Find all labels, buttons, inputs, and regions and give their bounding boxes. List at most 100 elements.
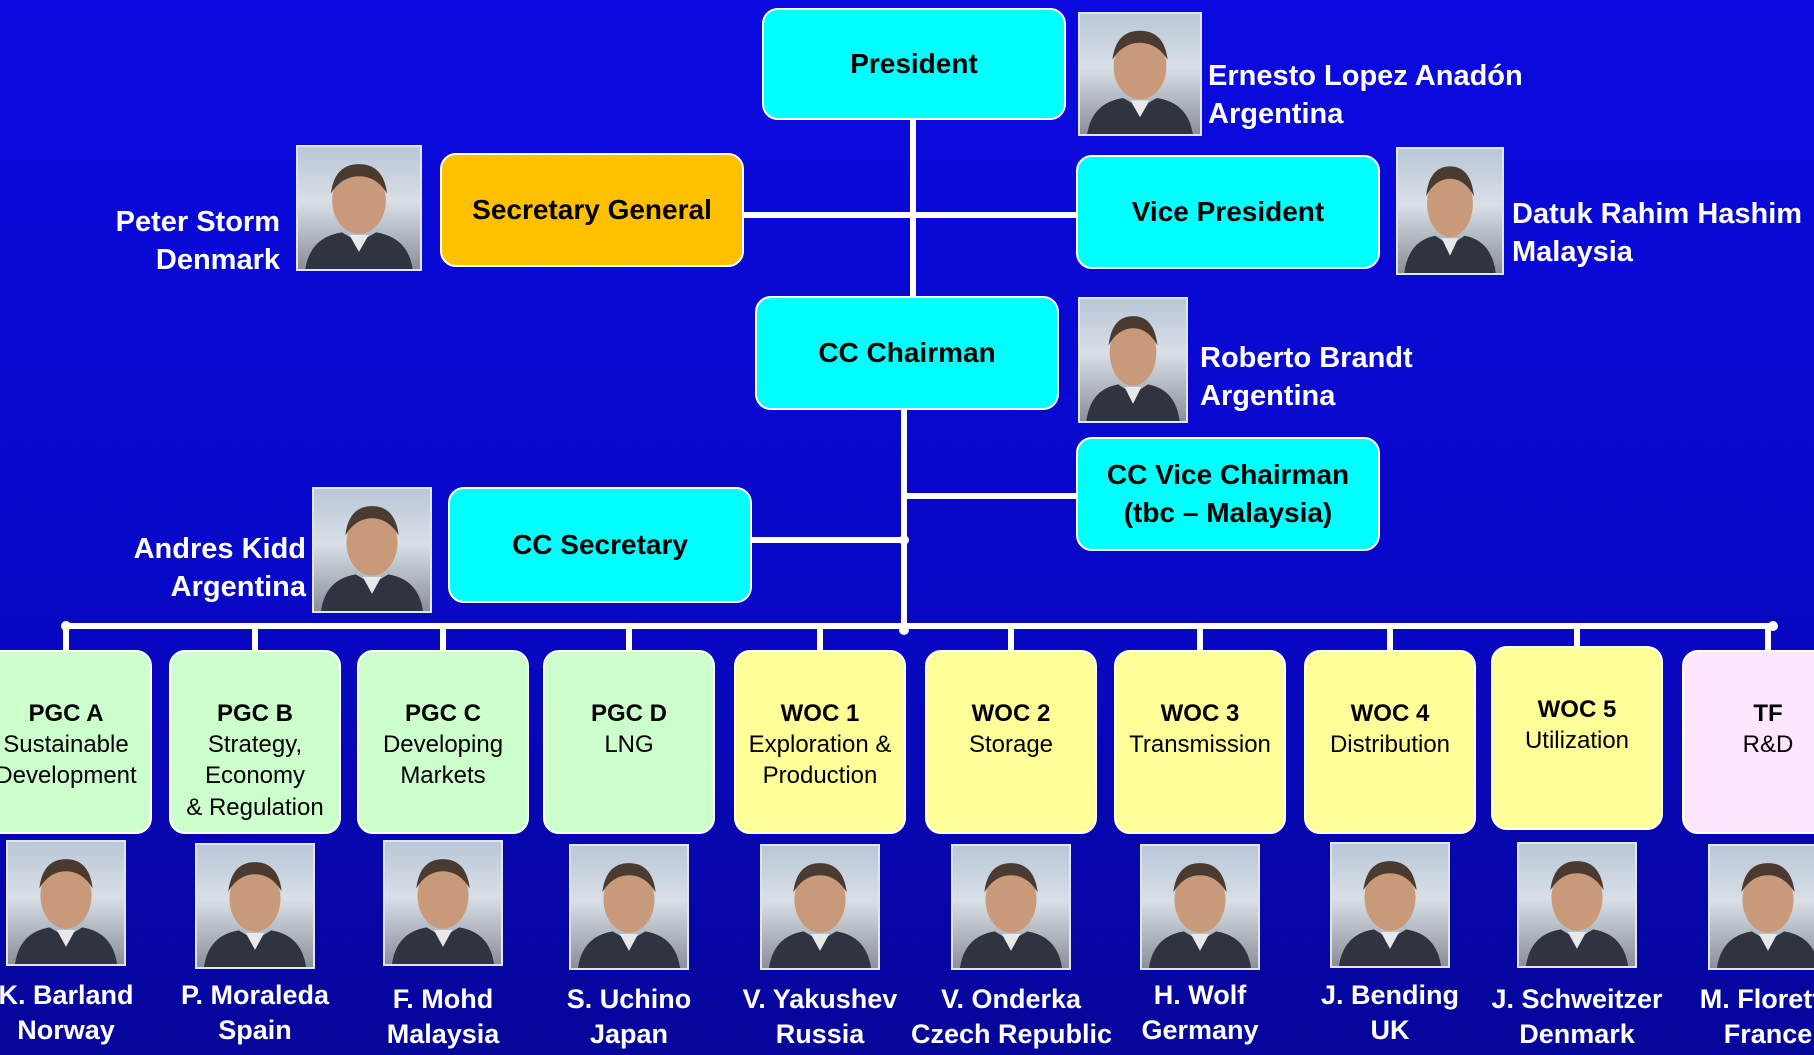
secretary-general-country: Denmark xyxy=(155,243,280,276)
chair-country: Denmark xyxy=(1519,1019,1635,1050)
portrait-silhouette xyxy=(1338,861,1442,966)
portrait-silhouette xyxy=(1086,316,1180,421)
committee-code: PGC C xyxy=(404,700,481,727)
cc-secretary-name-label: Andres Kidd Argentina xyxy=(134,531,306,606)
secretary-general-name-label: Peter Storm Denmark xyxy=(116,204,280,279)
chair-name: J. Schweitzer xyxy=(1491,984,1663,1014)
portrait-silhouette xyxy=(1716,863,1814,968)
committee-box: WOC 5 Utilization xyxy=(1491,646,1663,830)
cc-secretary-photo xyxy=(312,487,432,613)
committee-code: WOC 1 xyxy=(780,700,860,727)
committee-code: WOC 2 xyxy=(971,700,1051,727)
committee-code: WOC 4 xyxy=(1350,700,1430,727)
vice-president-name: Datuk Rahim Hashim xyxy=(1512,198,1803,230)
committee-box: PGC D LNG xyxy=(543,650,715,834)
portrait-silhouette xyxy=(1087,30,1193,134)
cc-vice-chairman-box: CC Vice Chairman (tbc – Malaysia) xyxy=(1076,437,1380,551)
committee-description: Developing Markets xyxy=(382,731,504,790)
chair-photo xyxy=(1140,844,1260,970)
cc-chairman-name-label: Roberto Brandt Argentina xyxy=(1200,340,1413,415)
vice-president-title: Vice President xyxy=(1131,195,1325,227)
chair-country: Norway xyxy=(17,1015,115,1046)
cc-chairman-box: CC Chairman xyxy=(755,296,1059,410)
cc-secretary-title: CC Secretary xyxy=(512,528,688,560)
portrait-silhouette xyxy=(577,863,681,968)
committee-code: WOC 5 xyxy=(1537,696,1617,723)
vice-president-box: Vice President xyxy=(1076,155,1380,269)
chair-country: Malaysia xyxy=(386,1019,500,1050)
portrait-silhouette xyxy=(1404,166,1496,273)
chair-name: V. Yakushev xyxy=(742,984,898,1014)
chair-country: Czech Republic xyxy=(911,1019,1113,1050)
secretary-general-box: Secretary General xyxy=(440,153,744,267)
president-photo xyxy=(1078,12,1202,136)
president-country: Argentina xyxy=(1208,97,1344,130)
committee-code: PGC A xyxy=(28,700,104,727)
committee-description: Strategy, Economy & Regulation xyxy=(186,731,324,821)
committee-box: WOC 1 Exploration & Production xyxy=(734,650,906,834)
chair-photo xyxy=(569,844,689,970)
portrait-silhouette xyxy=(14,859,118,964)
committee-description: Sustainable Development xyxy=(0,731,137,790)
vice-president-photo xyxy=(1396,147,1504,275)
cc-secretary-country: Argentina xyxy=(170,570,306,603)
chair-photo xyxy=(6,840,126,966)
cc-chairman-title: CC Chairman xyxy=(818,336,996,368)
committee-box: PGC A Sustainable Development xyxy=(0,650,152,834)
cc-chairman-photo xyxy=(1078,297,1188,423)
portrait-silhouette xyxy=(1148,863,1252,968)
portrait-silhouette xyxy=(959,863,1063,968)
committee-code: PGC B xyxy=(216,700,293,727)
portrait-silhouette xyxy=(320,506,424,611)
chair-country: Germany xyxy=(1141,1015,1259,1046)
secretary-general-name: Peter Storm xyxy=(115,206,280,238)
vice-president-country: Malaysia xyxy=(1512,235,1633,268)
chair-photo xyxy=(1517,842,1637,968)
portrait-silhouette xyxy=(391,859,495,964)
vice-president-name-label: Datuk Rahim Hashim Malaysia xyxy=(1512,196,1802,271)
chair-name-label: M. FlorettaFrance xyxy=(1668,982,1814,1052)
chair-name: M. Floretta xyxy=(1699,984,1814,1014)
secretary-general-title: Secretary General xyxy=(472,193,712,225)
cc-chairman-name: Roberto Brandt xyxy=(1200,342,1413,374)
chair-photo xyxy=(1330,842,1450,968)
chair-name: V. Onderka xyxy=(940,984,1082,1014)
chair-photo xyxy=(1708,844,1814,970)
committee-description: LNG xyxy=(604,731,654,759)
cc-chairman-country: Argentina xyxy=(1200,379,1336,412)
committee-code: TF xyxy=(1753,700,1783,727)
chair-country: Russia xyxy=(775,1019,865,1050)
chair-name: F. Mohd xyxy=(392,984,494,1014)
chair-country: Spain xyxy=(218,1015,292,1046)
chair-photo xyxy=(951,844,1071,970)
chair-name: P. Moraleda xyxy=(180,980,330,1010)
chair-photo xyxy=(195,843,315,969)
chair-name: S. Uchino xyxy=(566,984,692,1014)
portrait-silhouette xyxy=(768,863,872,968)
committee-code: PGC D xyxy=(590,700,667,727)
chair-photo xyxy=(760,844,880,970)
committee-description: Utilization xyxy=(1524,727,1630,755)
committee-box: PGC B Strategy, Economy & Regulation xyxy=(169,650,341,834)
cc-vice-chairman-note: (tbc – Malaysia) xyxy=(1123,497,1333,528)
chair-country: UK xyxy=(1370,1015,1410,1046)
cc-secretary-box: CC Secretary xyxy=(448,487,752,603)
president-title: President xyxy=(850,47,978,79)
portrait-silhouette xyxy=(305,164,413,269)
committee-description: Exploration & Production xyxy=(748,731,892,790)
committee-description: Transmission xyxy=(1129,731,1271,759)
